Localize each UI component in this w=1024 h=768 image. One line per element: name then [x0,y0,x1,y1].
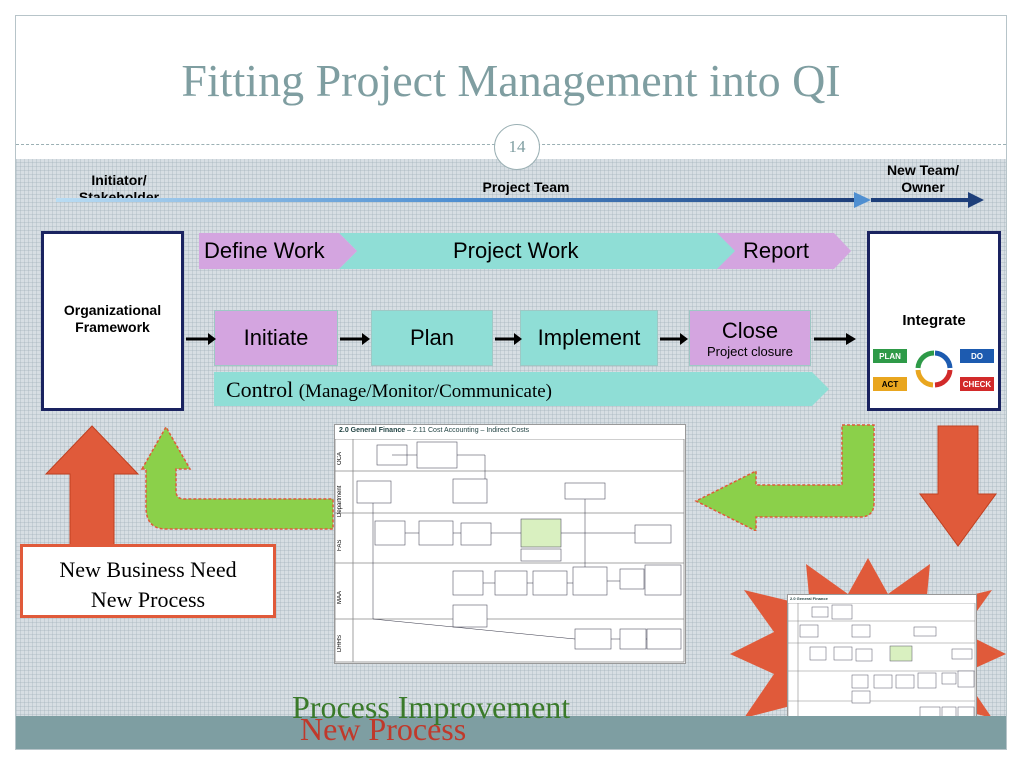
process-improvement-text: Process Improvement [292,689,571,725]
lane-dhhs: DHHS [337,634,343,652]
step-implement-label: Implement [537,325,641,350]
flowchart-title: 2.0 General Finance – 2.11 Cost Accounti… [339,427,530,434]
slide-title: Fitting Project Management into QI [181,55,841,106]
step-initiate: Initiate [214,310,338,366]
pdca-cycle-icon [915,350,953,388]
step-close-sub: Project closure [707,343,793,359]
pdca-plan: PLAN [873,349,907,363]
pdca-act: ACT [873,377,907,391]
pdca-do: DO [960,349,994,363]
project-team-label: Project Team [482,179,570,195]
org-framework-label: Organizational Framework [63,302,162,335]
new-business-need-callout: New Business Need New Process [20,544,276,618]
phase-define-work: Define Work [204,238,325,263]
lane-department: Department [337,485,343,517]
step-plan-label: Plan [409,325,455,350]
callout-line1: New Business Need [59,557,237,582]
flowchart-lanes [335,439,685,663]
callout-line2: New Process [90,587,206,612]
timeline-arrow [56,192,984,208]
orange-up-arrow [44,425,140,547]
org-framework-box: Organizational Framework [41,231,184,411]
process-flowchart-small: 2.0 General Finance [787,594,977,726]
bottom-band [16,716,1006,749]
step-close: Close Project closure [689,310,811,366]
diagram-area: Initiator/ Stakeholder Project Team New … [16,159,1006,749]
orange-down-arrow [919,425,997,547]
flowchart-small-lanes [788,603,976,725]
integrate-label: Integrate [902,312,966,329]
phase-bar-shapes [199,233,851,269]
slide: Fitting Project Management into QI 14 In… [15,15,1007,750]
step-plan: Plan [371,310,493,366]
step-close-label: Close [721,317,779,343]
step-arrows [186,333,856,345]
lane-maa: MAA [337,590,343,604]
green-uturn-arrow-left [140,425,334,530]
control-main: Control [226,377,294,402]
step-initiate-label: Initiate [243,325,309,350]
step-implement: Implement [520,310,658,366]
new-process-text: New Process [300,711,467,747]
control-sub: (Manage/Monitor/Communicate) [298,381,553,402]
phase-report: Report [743,238,810,263]
control-bar-shape [214,372,829,406]
page-number: 14 [494,124,540,170]
integrate-box: Integrate PLAN DO ACT CHECK [867,231,1001,411]
lane-fas: FAS [337,539,343,551]
green-uturn-arrow-right [694,424,875,531]
pdca-check: CHECK [960,377,994,391]
phase-project-work: Project Work [453,238,579,263]
lane-oca: OCA [337,451,343,465]
process-flowchart-large: 2.0 General Finance – 2.11 Cost Accounti… [334,424,686,664]
new-team-label: New Team/ Owner [886,162,960,195]
control-label: Control (Manage/Monitor/Communicate) [226,377,552,403]
flowchart-small-title: 2.0 General Finance [790,596,828,601]
